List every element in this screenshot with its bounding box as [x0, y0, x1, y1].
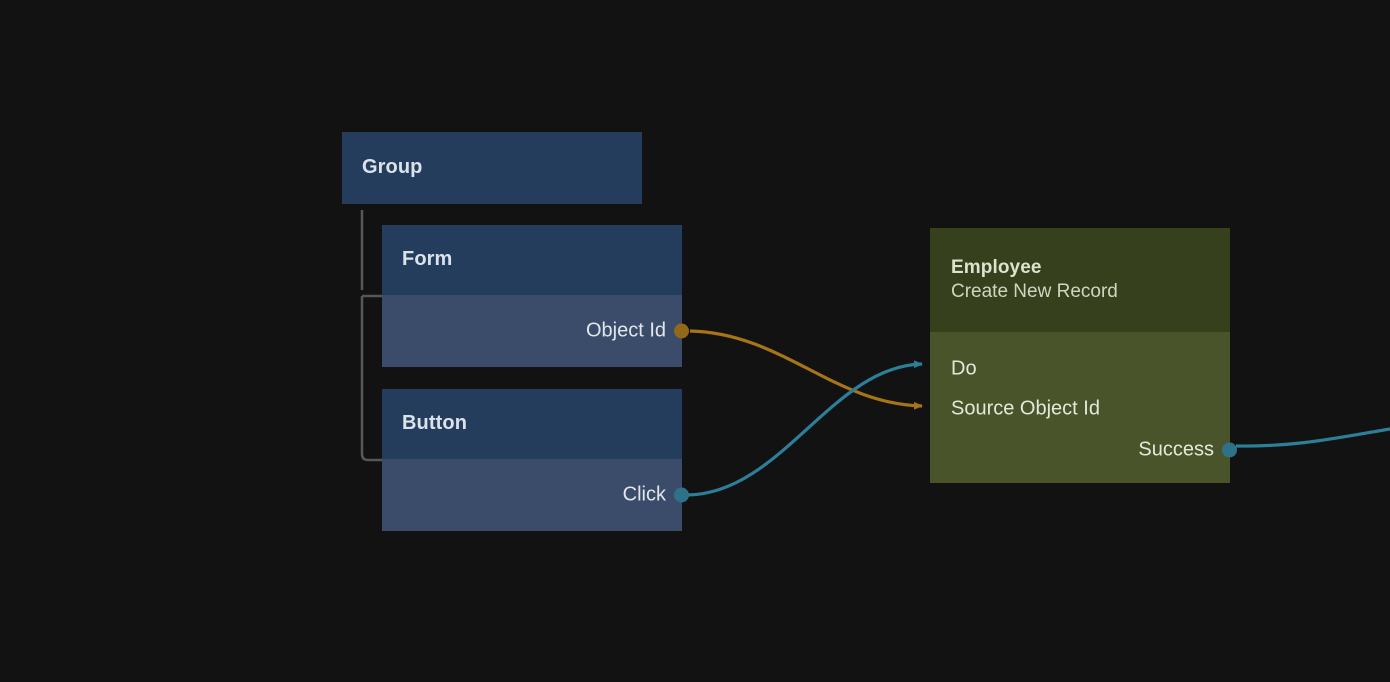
- port-employee-source-object-id[interactable]: Source Object Id: [951, 398, 1100, 421]
- node-form[interactable]: Form Object Id: [382, 225, 689, 367]
- node-button[interactable]: Button Click: [382, 389, 689, 531]
- group-children-connector: [360, 210, 382, 462]
- port-dot-click[interactable]: [674, 487, 689, 503]
- node-employee-header[interactable]: Employee Create New Record: [930, 228, 1230, 332]
- edge-success-outgoing: [1235, 427, 1390, 448]
- node-form-title: Form: [402, 248, 453, 271]
- node-button-body: Click: [382, 459, 689, 531]
- node-button-title: Button: [402, 412, 468, 435]
- port-form-object-id-label: Object Id: [585, 319, 666, 342]
- node-group-header[interactable]: Group: [342, 132, 642, 204]
- node-employee-subtitle: Create New Record: [951, 281, 1118, 302]
- port-employee-do-label: Do: [951, 357, 977, 380]
- edge-click-to-do: [687, 360, 923, 497]
- port-dot-object-id[interactable]: [674, 323, 689, 339]
- node-form-body: Object Id: [382, 295, 689, 367]
- node-group[interactable]: Group: [342, 132, 642, 204]
- port-employee-success[interactable]: Success: [1138, 439, 1237, 462]
- node-employee[interactable]: Employee Create New Record Do Source Obj…: [930, 228, 1237, 483]
- port-employee-success-label: Success: [1138, 438, 1214, 461]
- node-form-header[interactable]: Form: [382, 225, 682, 295]
- node-button-header[interactable]: Button: [382, 389, 682, 459]
- port-dot-success[interactable]: [1222, 442, 1237, 458]
- node-employee-title: Employee: [951, 256, 1042, 278]
- port-button-click-label: Click: [622, 483, 666, 506]
- port-form-object-id[interactable]: Object Id: [586, 320, 689, 343]
- port-button-click[interactable]: Click: [623, 484, 689, 507]
- edge-object-id-to-source-object-id: [689, 329, 923, 410]
- node-group-title: Group: [362, 156, 423, 179]
- port-employee-source-object-id-label: Source Object Id: [951, 397, 1100, 420]
- port-employee-do[interactable]: Do: [951, 358, 977, 381]
- node-employee-body: Do Source Object Id Success: [930, 332, 1237, 483]
